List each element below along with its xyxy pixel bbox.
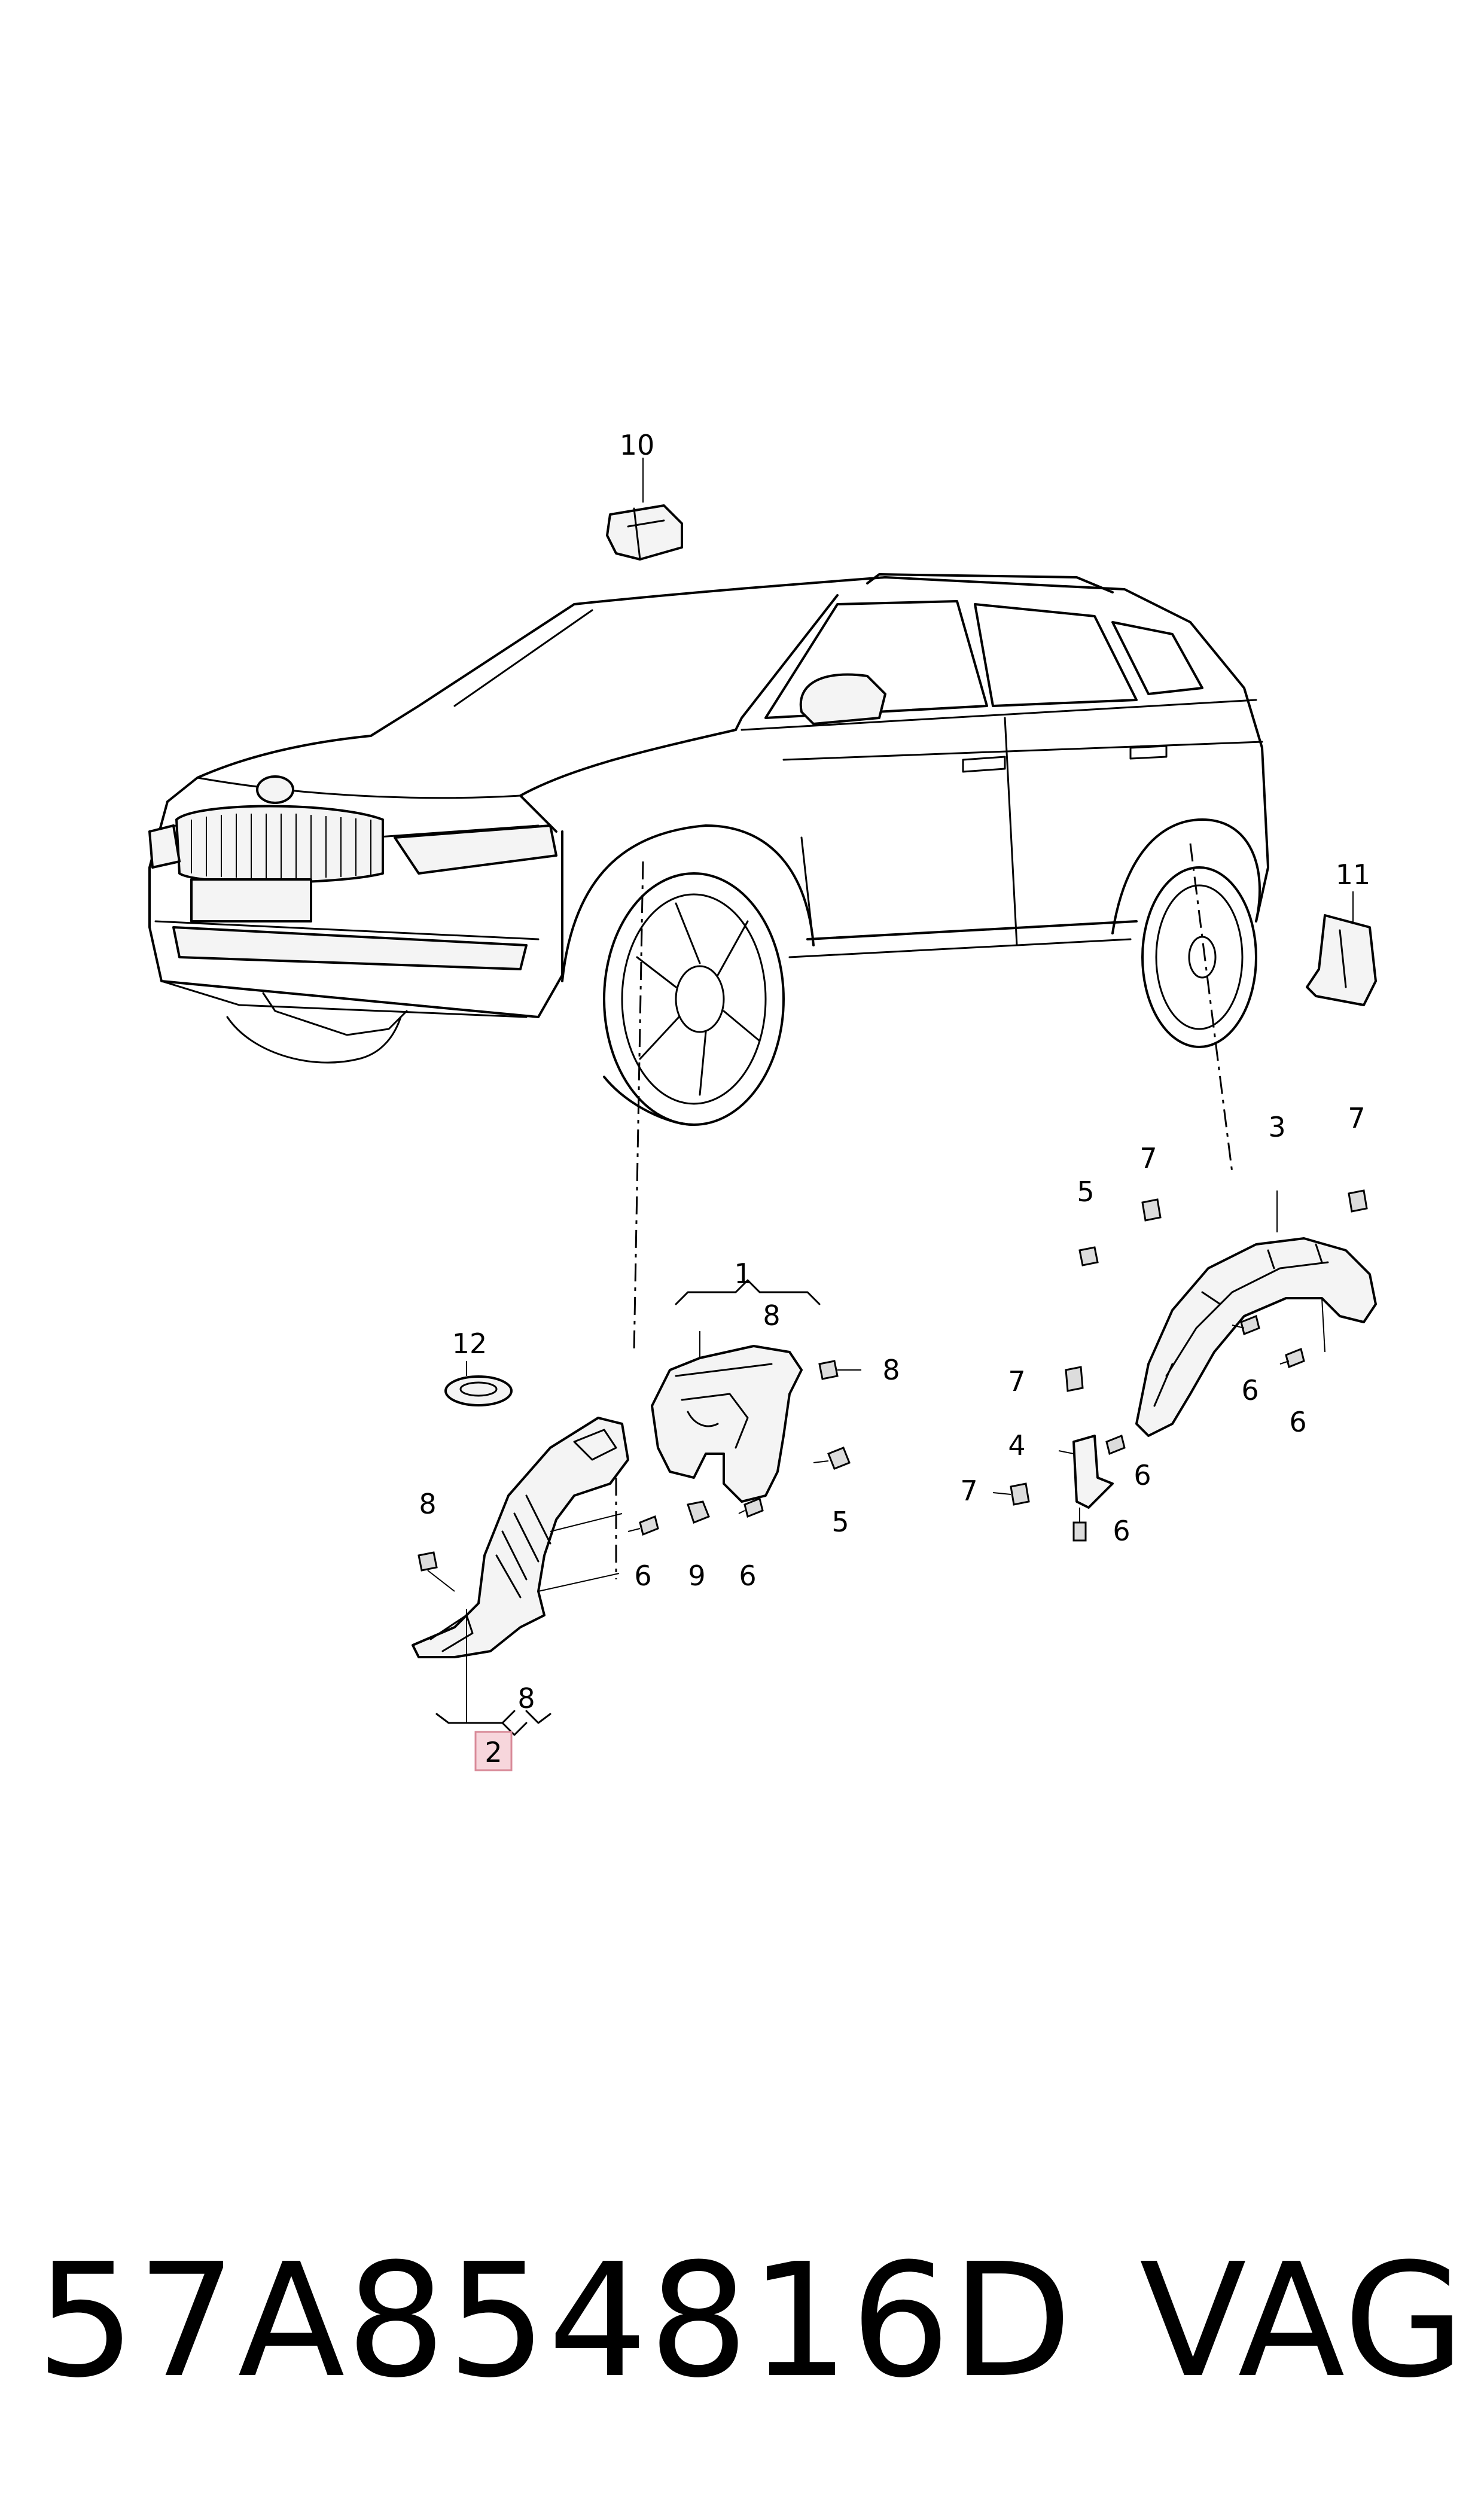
part-number: 57A854816D [36, 2230, 1074, 2412]
brand-label: VAG [1139, 2230, 1466, 2412]
clip-7-b [1348, 1189, 1368, 1213]
clip-7-d [992, 1482, 1030, 1506]
callout-2: 2 [484, 1736, 502, 1768]
part-10-clip [606, 458, 683, 561]
callout-4: 4 [1008, 1429, 1025, 1462]
callout-7-a: 7 [1139, 1142, 1157, 1174]
callout-6-c: 6 [1241, 1374, 1258, 1406]
part-4-bracket [1058, 1435, 1114, 1509]
parts-diagram: 10 11 12 1 8 8 8 8 5 5 6 6 6 6 6 6 7 7 7… [148, 429, 1377, 1771]
callout-8-nut: 8 [882, 1354, 900, 1386]
nut-9 [687, 1500, 710, 1524]
callout-6-d: 6 [1289, 1406, 1306, 1438]
rivet-5-a [813, 1447, 851, 1470]
part-11-mudflap [1306, 891, 1377, 1006]
callout-9: 9 [688, 1560, 705, 1592]
vehicle-illustration [148, 573, 1269, 1126]
callout-6-b: 6 [739, 1560, 756, 1592]
callout-8-part2: 8 [517, 1682, 535, 1715]
callout-6-f: 6 [1113, 1515, 1130, 1547]
callout-12: 12 [452, 1327, 487, 1360]
part-1-front-wheel-liner [651, 1279, 821, 1503]
callout-10: 10 [620, 429, 655, 461]
callout-3: 3 [1268, 1111, 1285, 1143]
callout-7-b: 7 [1348, 1102, 1365, 1134]
rivet-5-b [1078, 1246, 1099, 1266]
callout-8-left: 8 [419, 1488, 436, 1520]
leader-rear [1189, 843, 1233, 1173]
leader-front [633, 861, 644, 1353]
screw-6-a [627, 1515, 659, 1536]
screw-6-b [738, 1497, 764, 1518]
nut-8-a [818, 1360, 861, 1380]
callout-5-front: 5 [831, 1506, 849, 1538]
part-number-footer: 57A854816D VAG [0, 2231, 1484, 2411]
callout-8-part1: 8 [763, 1299, 780, 1332]
clip-7-a [1141, 1198, 1162, 1222]
screw-6-f [1072, 1508, 1087, 1542]
highlight-box-item-2 [474, 1731, 513, 1771]
callout-7-c: 7 [1008, 1365, 1025, 1397]
part-2-front-wheel-liner [412, 1417, 629, 1736]
screw-6-c [1232, 1314, 1260, 1336]
callout-labels: 10 11 12 1 8 8 8 8 5 5 6 6 6 6 6 6 7 7 7… [419, 429, 1370, 1768]
callout-7-d: 7 [960, 1475, 977, 1507]
callout-11: 11 [1336, 858, 1371, 891]
callout-1: 1 [734, 1258, 751, 1290]
screw-6-d [1279, 1347, 1305, 1369]
nut-8-b [418, 1551, 455, 1592]
fasteners [418, 1189, 1368, 1592]
callout-5-rear: 5 [1077, 1176, 1094, 1208]
part-12-grommet [444, 1361, 513, 1406]
screw-6-e [1105, 1434, 1126, 1456]
part-3-rear-wheel-liner [1135, 1191, 1377, 1437]
callout-6-e: 6 [1133, 1459, 1151, 1491]
callout-6-a: 6 [634, 1560, 651, 1592]
clip-7-c [1065, 1366, 1084, 1392]
